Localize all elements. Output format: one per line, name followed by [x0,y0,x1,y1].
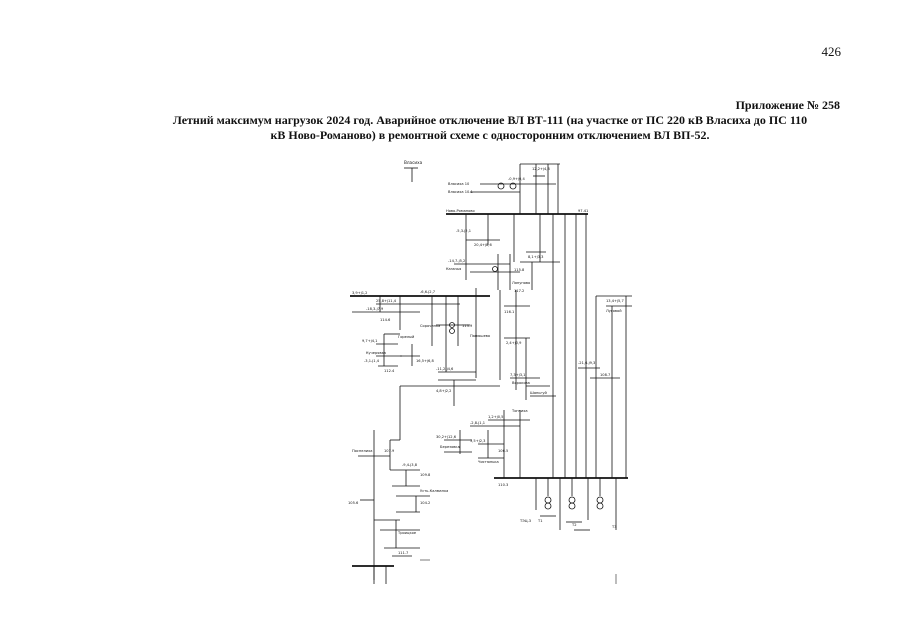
voltage-label: 112.4 [384,369,395,373]
flow-label: -2,8-j1,1 [470,421,485,425]
voltage-label: 115.8 [514,268,525,272]
voltage-label: 116.1 [504,310,514,314]
station-label-novo-romanovo: Ново-Романово [446,209,475,213]
voltage-label: 109.8 [420,473,431,477]
flow-label: -5,3-j2,1 [456,229,471,233]
voltage-label: 97.41 [578,209,588,213]
flow-label: -9,4-j3,8 [402,463,418,467]
flow-label: 2,4+j0,9 [506,341,522,345]
station-label-sorochinka: Сорочинка [420,324,440,328]
station-label-vorokova: Ворокова [512,381,530,385]
voltage-label: 114.6 [380,318,391,322]
flow-label: -21,6-j9,3 [578,361,595,365]
voltage-label: 117.2 [514,289,524,293]
voltage-label: 104.2 [420,501,430,505]
voltage-label: 110.3 [498,483,508,487]
flow-label: 20,4+j8,6 [474,243,492,247]
flow-label: 3,9+j1,2 [352,291,367,295]
voltage-label: 113.9 [462,324,473,328]
station-label-lyapunovo: Ляпуново [512,281,530,285]
caption-line-2: кВ Ново-Романово) в ремонтной схеме с од… [270,128,710,142]
transformer-label-t3: Т3 [611,525,616,529]
station-label-pospelikha: Поспелиха [352,449,372,453]
station-label-lugovoy: Луговой [606,309,622,313]
flow-label: 4,8+j2,2 [436,389,451,393]
station-label-shanguy: Шаньгуй [530,391,548,395]
flow-label: -0,9+j0,4 [508,177,525,181]
station-label-kucheryavka: Кучерявка [366,351,386,355]
schematic-labels: Власиха Власиха 10 Власиха 10-1 -0,9+j0,… [348,160,624,555]
station-label-berezovka: Березовка [440,445,460,449]
station-label-ust-kalmanka: Усть-Калманка [420,489,448,493]
flow-label: 12,2+j4,8 [532,167,550,171]
flow-label: 9,7+j4,1 [362,339,377,343]
voltage-label: 107.9 [384,449,395,453]
flow-label: 25,8+j11,4 [376,299,397,303]
flow-label: -18,3-j7,9 [366,307,384,311]
schematic-wires [350,163,632,584]
station-label-topchikha: Топчиха [511,409,528,413]
station-label-kazachya: Казачья [446,267,461,271]
flow-label: 8,1+j3,3 [528,255,543,259]
figure-caption: Летний максимум нагрузок 2024 год. Авари… [140,113,840,143]
voltage-label: 108.7 [600,373,610,377]
station-label-vlasikha-10: Власиха 10 [448,182,470,186]
flow-label: 5,5+j2,3 [470,439,485,443]
transformer-label-t2: Т2 [571,523,576,527]
flow-label: 30,2+j12,6 [436,435,457,439]
flow-label: 13,4+j5,7 [606,299,624,303]
station-label-tec3: ТЭЦ-3 [519,519,531,523]
flow-label: 1,2+j0,5 [488,415,503,419]
flow-label: 16,5+j6,8 [416,359,434,363]
flow-label: 7,3+j3,1 [510,373,525,377]
appendix-title: Приложение № 258 [735,98,840,112]
page-number: 426 [821,44,842,59]
station-label-vlasikha-10-1: Власиха 10-1 [448,190,473,194]
caption-line-1: Летний максимум нагрузок 2024 год. Авари… [172,113,808,127]
station-label-vlasikha: Власиха [404,160,423,165]
station-label-chistyunka: Чистюнька [478,460,499,464]
voltage-label: 111.7 [398,551,408,555]
voltage-label: 105.6 [348,501,359,505]
flow-label: -3,1-j1,4 [364,359,380,363]
station-label-troitskoe: Троицкое [397,531,417,535]
voltage-label: 106.5 [498,449,508,453]
transformer-label-t1: Т1 [537,519,542,523]
flow-label: -14,7-j5,2 [448,259,465,263]
flow-label: -6,6-j2,7 [420,290,435,294]
flow-label: -11,2-j4,6 [436,367,454,371]
station-label-gorely: Горелый [398,335,415,339]
station-label-panyushevo: Панюшево [470,334,490,338]
